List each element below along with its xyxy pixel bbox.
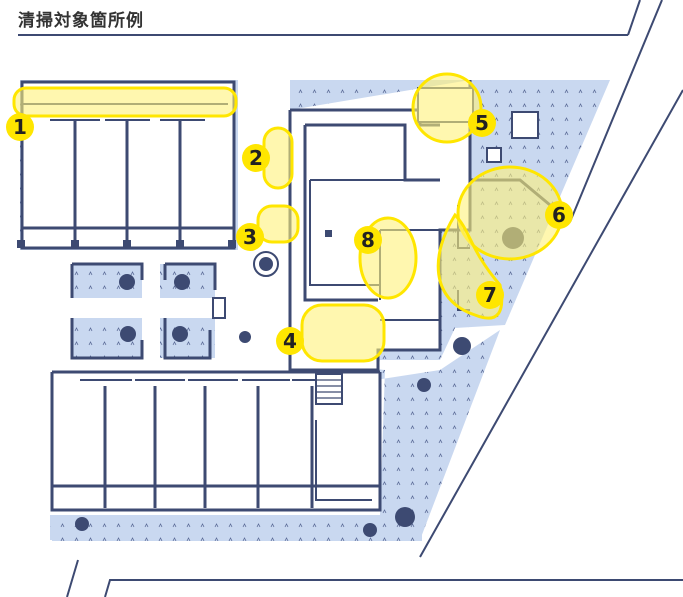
svg-text:8: 8 [361, 228, 375, 252]
svg-text:7: 7 [483, 283, 497, 307]
area-1 [12, 86, 238, 118]
svg-text:2: 2 [249, 146, 263, 170]
marker-3: 3 [236, 223, 264, 251]
marker-5: 5 [468, 109, 496, 137]
building-lower [50, 370, 382, 512]
small-blocks [70, 251, 279, 360]
marker-8: 8 [354, 226, 382, 254]
area-5 [411, 72, 483, 144]
svg-text:1: 1 [13, 115, 27, 139]
svg-text:5: 5 [475, 111, 489, 135]
svg-text:6: 6 [552, 203, 566, 227]
marker-4: 4 [276, 327, 304, 355]
road-lines [66, 0, 683, 597]
cleaning-areas [12, 72, 564, 363]
marker-6: 6 [545, 201, 573, 229]
area-3 [256, 204, 300, 244]
marker-7: 7 [476, 281, 504, 309]
figure-title: 清掃対象箇所例 [18, 11, 144, 31]
area-4 [300, 303, 386, 363]
marker-2: 2 [242, 144, 270, 172]
svg-text:4: 4 [283, 329, 297, 353]
svg-text:3: 3 [243, 225, 257, 249]
marker-1: 1 [6, 113, 34, 141]
columns-upper-left [17, 240, 236, 248]
